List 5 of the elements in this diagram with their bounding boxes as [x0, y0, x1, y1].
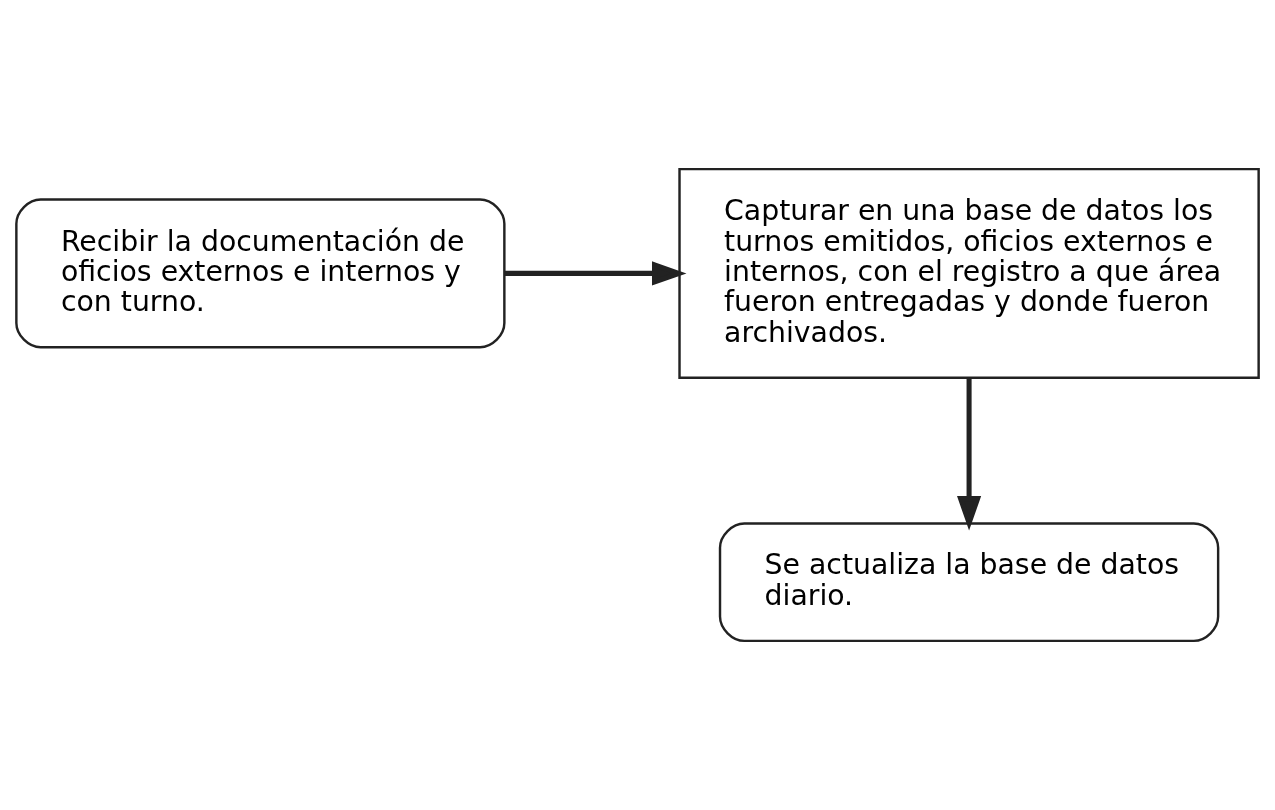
node-box: Se actualiza la base de datos diario.: [718, 522, 1220, 643]
arrow: [504, 261, 687, 286]
node-box: Recibir la documentación de oficios externos e internos y con turno.: [15, 198, 506, 349]
arrow: [957, 377, 982, 531]
node-box: Capturar en una base de datos los turnos emitidos, oficios externos e internos, con el registro a que área fueron entregadas y donde fueron archivados.: [678, 167, 1260, 379]
